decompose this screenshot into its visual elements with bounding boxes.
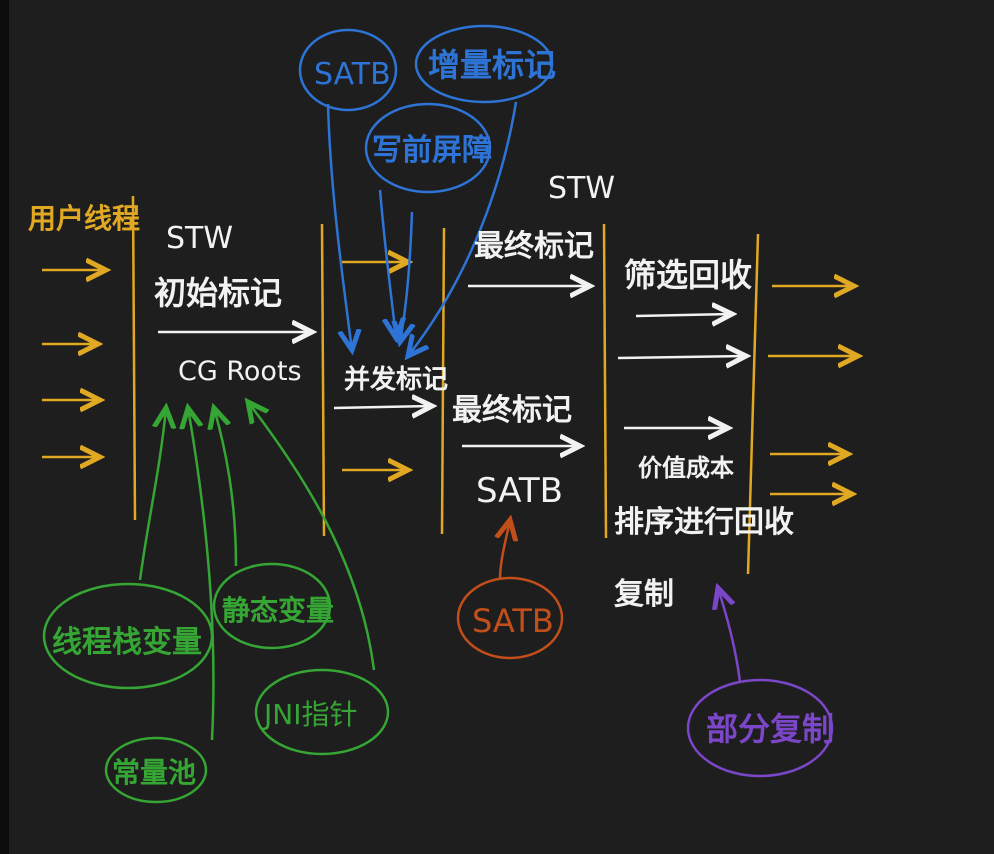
gc-roots-group	[42, 402, 390, 804]
initial-mark-title: 初始标记	[154, 274, 282, 312]
partial-copy-group	[686, 588, 834, 778]
barrier-arrow	[400, 211, 412, 342]
gc-roots-label: CG Roots	[178, 356, 302, 387]
final-mark-title-top: 最终标记	[474, 229, 594, 264]
barrier-arrow	[378, 189, 396, 338]
write-barrier-bubble	[364, 102, 492, 194]
cleanup-note3: 复制	[614, 577, 674, 612]
separator-1	[131, 195, 137, 521]
gc-root-arrow	[138, 408, 166, 581]
cleanup-note2: 排序进行回收	[614, 505, 794, 540]
concurrent-mark-title: 并发标记	[344, 364, 448, 395]
cleanup-title: 筛选回收	[624, 256, 752, 294]
satb-final-bubble	[456, 576, 564, 660]
phase-separators	[131, 195, 760, 575]
satb-final-group	[456, 520, 564, 660]
jni-bubble	[254, 668, 390, 756]
partial-copy-text: 部分复制	[706, 710, 834, 748]
incremental-update-bubble	[414, 24, 554, 104]
cleanup-arrow	[617, 356, 746, 358]
concurrent-thread-arrows	[342, 262, 408, 470]
stw-label-final: STW	[548, 171, 615, 206]
gc-root-arrow	[248, 402, 376, 671]
separator-2	[320, 223, 326, 537]
jni-text: JNI指针	[262, 698, 357, 731]
user-thread-arrows-in	[42, 270, 106, 457]
final-mark-title-bottom: 最终标记	[452, 393, 572, 428]
satb-final-arrow	[500, 520, 510, 581]
user-thread-arrows-out	[768, 286, 858, 494]
window-edge	[0, 0, 9, 854]
cleanup-arrows	[617, 314, 746, 428]
write-barrier-group	[298, 24, 554, 356]
cleanup-note: 价值成本	[638, 454, 734, 482]
constant-pool-text: 常量池	[112, 756, 196, 789]
satb-bubble-text: SATB	[314, 57, 391, 92]
static-vars-bubble	[212, 562, 332, 650]
partial-copy-bubble	[686, 678, 834, 778]
final-mark-satb: SATB	[476, 471, 563, 511]
separator-4	[602, 223, 608, 539]
separator-5	[746, 233, 760, 575]
static-vars-text: 静态变量	[222, 594, 334, 627]
cleanup-arrow	[635, 314, 732, 316]
gc-root-arrow	[188, 408, 215, 741]
concurrent-mark-arrow	[333, 406, 432, 408]
write-barrier-text: 写前屏障	[372, 133, 492, 168]
satb-bubble	[298, 28, 398, 112]
gc-root-arrow	[214, 408, 238, 567]
constant-pool-bubble	[104, 736, 208, 804]
user-thread-label: 用户线程	[28, 202, 140, 235]
barrier-arrow	[326, 103, 352, 350]
incremental-update-text: 增量标记	[428, 46, 556, 84]
thread-stack-text: 线程栈变量	[52, 625, 202, 660]
stw-label-initial: STW	[166, 221, 233, 256]
barrier-arrow	[408, 101, 518, 356]
separator-3	[440, 227, 446, 535]
partial-copy-arrow	[718, 588, 742, 683]
satb-final-text: SATB	[472, 602, 554, 640]
